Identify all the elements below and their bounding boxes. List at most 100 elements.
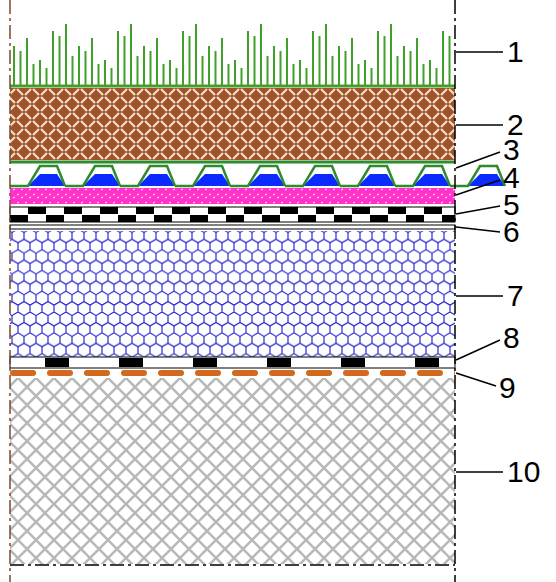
grass-blade (39, 60, 41, 86)
grass-blade (436, 68, 438, 86)
callout-number: 4 (503, 163, 520, 193)
grass-blade (91, 38, 93, 86)
membrane-mark (370, 215, 388, 222)
grass-blade (247, 31, 249, 86)
primer-dash (417, 370, 443, 376)
grass-blade (423, 64, 425, 86)
drainage-profile (175, 166, 230, 186)
primer-dash (121, 370, 147, 376)
grass-blade (312, 31, 314, 86)
vapour-barrier (10, 357, 455, 368)
callout-number: 9 (499, 373, 516, 403)
vapour-barrier-pattern (45, 358, 439, 367)
grass-blade (449, 36, 451, 86)
grass-blade (150, 51, 152, 86)
grass-blade (20, 51, 22, 86)
grass-blade (286, 38, 288, 86)
membrane-mark (154, 215, 172, 222)
membrane-mark (442, 215, 455, 222)
grass-blade (371, 68, 373, 86)
barrier-mark (119, 358, 143, 367)
grass-blade (111, 68, 113, 86)
callout-number: 1 (507, 37, 524, 67)
filter-fleece (10, 161, 455, 164)
primer-dash (306, 370, 332, 376)
primer-dash (47, 370, 73, 376)
grass-blade (124, 36, 126, 86)
primer-dash (195, 370, 221, 376)
drainage-profile (395, 166, 450, 186)
callout-number: 7 (507, 281, 524, 311)
barrier-mark (267, 358, 291, 367)
membrane-mark (316, 207, 334, 214)
grass-blade (182, 31, 184, 86)
membrane-mark (262, 215, 280, 222)
drainage-profile (450, 166, 505, 186)
grass-blade (215, 51, 217, 86)
membrane-mark (82, 215, 100, 222)
callout-number: 10 (507, 457, 540, 487)
drainage-profile (340, 166, 395, 186)
section-edge (10, 564, 455, 566)
leader-line (456, 471, 503, 473)
grass-blade (130, 24, 132, 86)
membrane-mark (334, 215, 352, 222)
membrane-mark (298, 215, 316, 222)
grass-blade (176, 68, 178, 86)
grass-blade (364, 60, 366, 86)
leader-line (456, 152, 500, 168)
callout-number: 8 (503, 323, 520, 353)
grass-blade (59, 36, 61, 86)
membrane-pattern (10, 207, 455, 222)
grass-blade (234, 60, 236, 86)
grass-blade (416, 38, 418, 86)
membrane-mark (388, 207, 406, 214)
barrier-mark (415, 358, 439, 367)
grass-blade (163, 64, 165, 86)
membrane-mark (172, 207, 190, 214)
grass-blade (299, 60, 301, 86)
membrane-mark (46, 215, 64, 222)
grass-blade (241, 68, 243, 86)
barrier-mark (45, 358, 69, 367)
callout-number: 6 (503, 217, 520, 247)
leader-line (456, 124, 503, 126)
grass-blade (260, 24, 262, 86)
grass-blade (358, 64, 360, 86)
grass-blade (254, 36, 256, 86)
grass-blade (221, 38, 223, 86)
membrane-mark (118, 215, 136, 222)
grass-blade (319, 36, 321, 86)
primer-dash (343, 370, 369, 376)
grass-blade (65, 24, 67, 86)
primer-dash (269, 370, 295, 376)
grass-blade (137, 56, 139, 86)
substrate-layer (10, 88, 455, 160)
grass-blade (78, 46, 80, 86)
callout-number: 3 (503, 135, 520, 165)
membrane-layer (10, 207, 455, 222)
grass-blade (338, 46, 340, 86)
grass-blade (410, 51, 412, 86)
grass-blade (52, 31, 54, 86)
grass-blade (345, 51, 347, 86)
membrane-mark (10, 215, 28, 222)
grass-blade (403, 46, 405, 86)
grass-blade (33, 64, 35, 86)
callout-number: 5 (503, 190, 520, 220)
barrier-mark (193, 358, 217, 367)
grass-blade (293, 64, 295, 86)
membrane-mark (64, 207, 82, 214)
barrier-mark (341, 358, 365, 367)
primer-dash (380, 370, 406, 376)
leader-line (456, 340, 500, 360)
primer-dash (158, 370, 184, 376)
grass-blade (169, 60, 171, 86)
grass-blade (267, 56, 269, 86)
grass-blade (332, 56, 334, 86)
grass-blade (189, 36, 191, 86)
grass-blade (397, 56, 399, 86)
membrane-mark (226, 215, 244, 222)
leader-line (456, 180, 500, 195)
grass-blade (351, 38, 353, 86)
